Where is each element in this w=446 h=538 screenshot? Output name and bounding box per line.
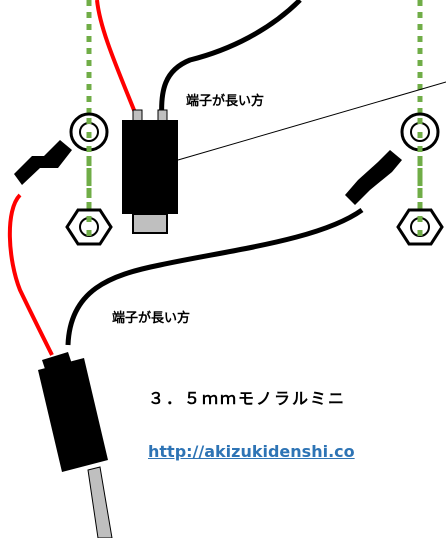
jack-socket: [132, 213, 168, 234]
red-wire-top: [95, 0, 140, 121]
long-terminal-label-top: 端子が長い方: [186, 94, 265, 109]
black-wire-bottom: [65, 207, 364, 346]
product-name: ３．５ｍｍモノラルミニ: [148, 389, 347, 408]
red-wire-bottom: [7, 193, 54, 356]
product-link[interactable]: http://akizukidenshi.co: [148, 442, 355, 461]
sleeve-left: [14, 140, 72, 185]
plug-cable: [87, 466, 113, 538]
black-wire-top: [159, 0, 302, 121]
plug-body: [38, 358, 108, 472]
long-terminal-label-bottom: 端子が長い方: [112, 311, 191, 326]
wires: [7, 0, 364, 356]
hex-nuts: [65, 208, 444, 246]
jack-body: [122, 120, 178, 214]
sleeve-right: [345, 150, 402, 205]
leader-line: [177, 81, 446, 161]
dotted-guide-lines: [86, 0, 423, 230]
mono-plug: [38, 352, 113, 538]
sleeves: [14, 140, 402, 205]
mono-jack: [122, 109, 178, 234]
dotted-guide-overlay: [86, 118, 423, 242]
